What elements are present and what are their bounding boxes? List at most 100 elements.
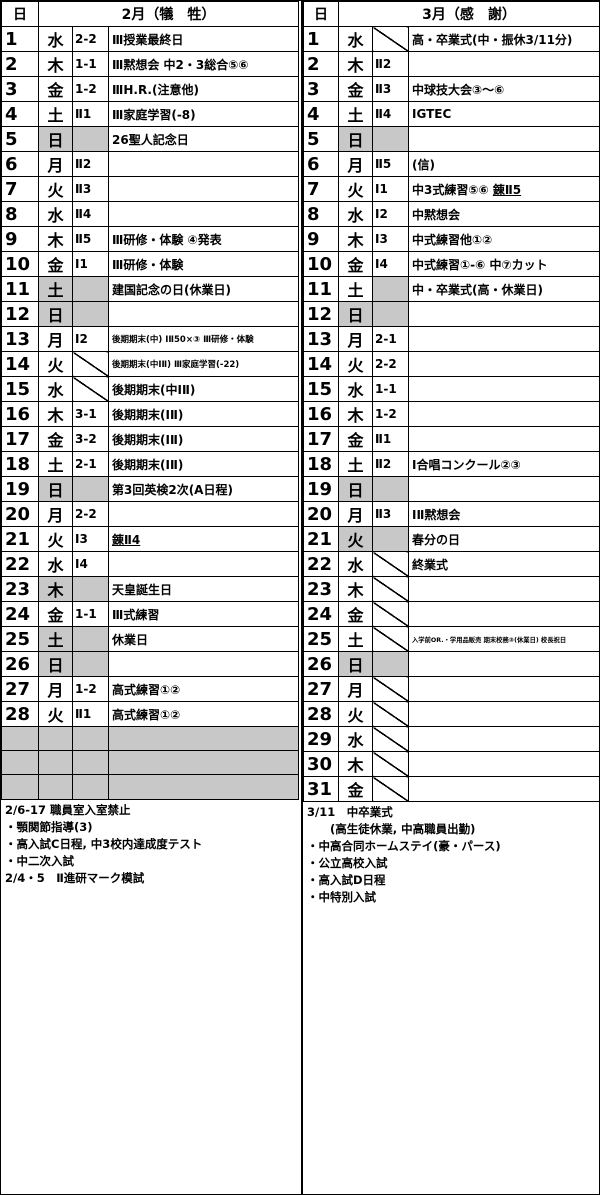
class-code: 1-1 <box>72 601 109 627</box>
event-text: 後期期末(ⅠⅡ) <box>108 451 299 477</box>
event-text: 天皇誕生日 <box>108 576 299 602</box>
weekday: 金 <box>38 251 73 277</box>
day-number: 25 <box>1 626 39 652</box>
weekday: 木 <box>38 576 73 602</box>
class-code: Ⅰ1 <box>72 251 109 277</box>
day-number: 2 <box>1 51 39 77</box>
day-number: 8 <box>1 201 39 227</box>
class-code: Ⅱ3 <box>372 76 409 102</box>
event-text: 入学前OR.・学用品販売 期末校務③(休業日) 校長祝日 <box>408 626 600 652</box>
day-number: 9 <box>303 226 339 252</box>
event-text: Ⅰ合唱コンクール②③ <box>408 451 600 477</box>
class-code: Ⅰ2 <box>372 201 409 227</box>
weekday: 水 <box>338 201 373 227</box>
weekday: 土 <box>338 451 373 477</box>
weekday: 月 <box>338 151 373 177</box>
event-text <box>408 776 600 802</box>
event-text: Ⅲ研修・体験 <box>108 251 299 277</box>
event-text: 第3回英検2次(A日程) <box>108 476 299 502</box>
event-text: 高式練習①② <box>108 676 299 702</box>
weekday: 木 <box>38 51 73 77</box>
class-code <box>372 701 409 727</box>
day-number: 16 <box>303 401 339 427</box>
february-header: 日 2月（犠 牲） <box>1 1 299 27</box>
class-code: Ⅱ4 <box>372 101 409 127</box>
weekday: 月 <box>38 676 73 702</box>
day-number: 5 <box>1 126 39 152</box>
note-line: 2/6-17 職員室入室禁止 <box>5 802 131 817</box>
day-number: 2 <box>303 51 339 77</box>
note-line: 2/4・5 Ⅱ進研マーク模試 <box>5 870 145 885</box>
weekday: 木 <box>338 751 373 777</box>
weekday: 土 <box>38 276 73 302</box>
class-code <box>372 276 409 302</box>
weekday: 水 <box>38 26 73 52</box>
class-code: Ⅰ2 <box>72 326 109 352</box>
class-code <box>72 301 109 327</box>
weekday: 月 <box>338 501 373 527</box>
day-number: 13 <box>303 326 339 352</box>
class-code <box>72 651 109 677</box>
event-text: 中・卒業式(高・休業日) <box>408 276 600 302</box>
day-number: 4 <box>1 101 39 127</box>
class-code <box>372 676 409 702</box>
class-code <box>72 126 109 152</box>
weekday: 火 <box>38 526 73 552</box>
class-code <box>372 626 409 652</box>
day-number: 4 <box>303 101 339 127</box>
day-number <box>1 774 39 800</box>
day-number: 20 <box>303 501 339 527</box>
class-code <box>72 276 109 302</box>
event-text <box>108 151 299 177</box>
event-text: 後期期末(ⅠⅡ) <box>108 401 299 427</box>
weekday: 水 <box>38 201 73 227</box>
class-code: Ⅱ1 <box>72 101 109 127</box>
day-number: 25 <box>303 626 339 652</box>
day-number: 8 <box>303 201 339 227</box>
day-number: 31 <box>303 776 339 802</box>
class-code: 1-2 <box>372 401 409 427</box>
class-code: 3-2 <box>72 426 109 452</box>
weekday <box>38 725 73 752</box>
day-number: 22 <box>1 551 39 577</box>
event-text: Ⅲ研修・体験 ④発表 <box>108 226 299 252</box>
weekday: 月 <box>38 326 73 352</box>
underlined-text: 錬Ⅱ5 <box>492 182 522 197</box>
class-code <box>372 301 409 327</box>
weekday: 水 <box>338 26 373 52</box>
day-number: 26 <box>1 651 39 677</box>
event-text: 後期期末(ⅠⅡ) <box>108 426 299 452</box>
weekday: 金 <box>338 251 373 277</box>
weekday: 日 <box>38 651 73 677</box>
day-number: 21 <box>303 526 339 552</box>
class-code: Ⅱ2 <box>72 151 109 177</box>
day-number: 6 <box>303 151 339 177</box>
day-number: 18 <box>303 451 339 477</box>
day-number: 16 <box>1 401 39 427</box>
weekday: 月 <box>38 501 73 527</box>
